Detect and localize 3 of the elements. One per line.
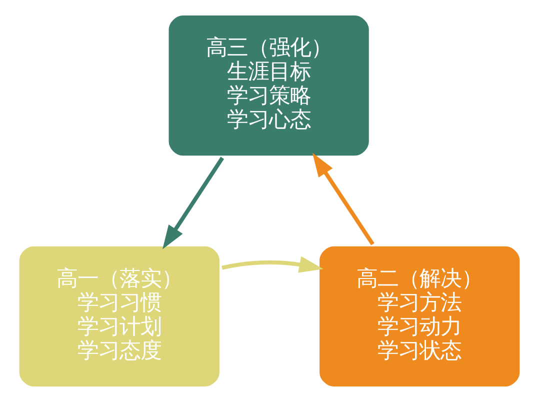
arrow [221,256,323,273]
arrow [162,156,224,250]
arrow [312,152,374,246]
